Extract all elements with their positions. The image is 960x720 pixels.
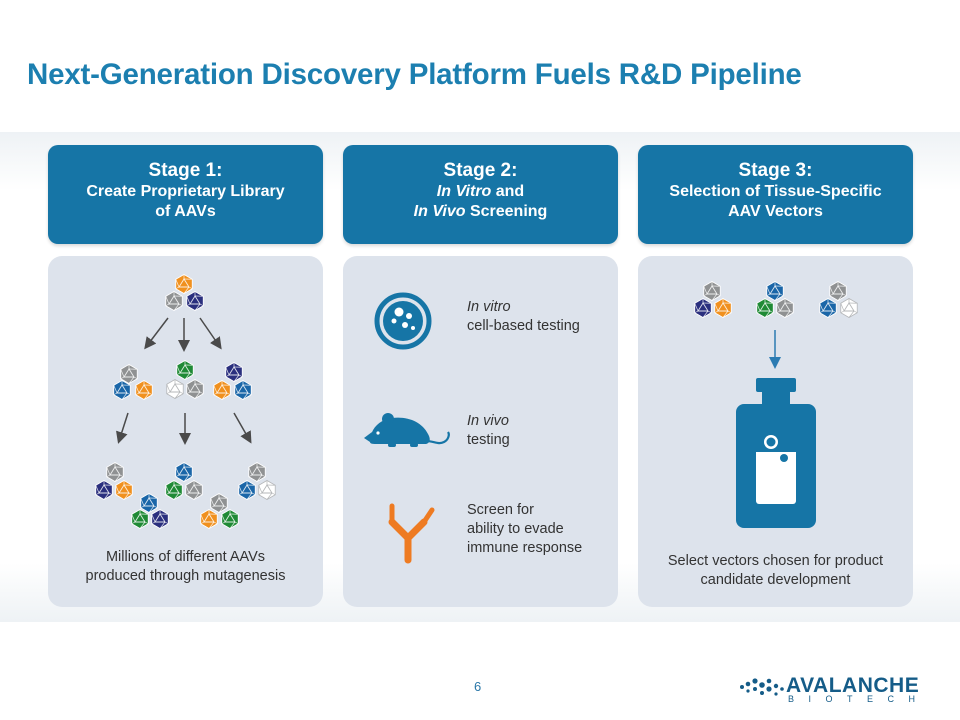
stage2-heading: Stage 2:: [443, 160, 518, 181]
aav-capsid-icon: [186, 379, 204, 399]
aav-capsid-icon: [819, 298, 837, 318]
immune-label: Screen for ability to evade immune respo…: [467, 501, 582, 558]
immune-line1: Screen for: [467, 502, 534, 518]
aav-capsid-icon: [238, 480, 256, 500]
aav-capsid-icon: [258, 480, 276, 500]
aav-capsid-icon: [151, 509, 169, 529]
bottle-icon: [736, 378, 816, 528]
stage1-line2: of AAVs: [155, 203, 216, 220]
aav-capsid-icon: [756, 298, 774, 318]
logo-name: AVALANCHE: [786, 674, 920, 697]
aav-capsid-icon: [829, 281, 847, 301]
logo-subtitle: BIOTECH: [788, 694, 930, 704]
invitro-text: cell-based testing: [467, 318, 580, 334]
aav-capsid-icon: [840, 298, 858, 318]
aav-capsid-icon: [175, 462, 193, 482]
aav-capsid-icon: [120, 364, 138, 384]
aav-capsid-icon: [166, 379, 184, 399]
antibody-icon: [388, 503, 435, 564]
stage2-header: Stage 2: In Vitro and In Vivo Screening: [343, 145, 618, 244]
aav-capsid-icon: [766, 281, 784, 301]
page-number: 6: [474, 679, 482, 694]
aav-capsid-icon: [131, 509, 149, 529]
stage3-header: Stage 3: Selection of Tissue-Specific AA…: [638, 145, 913, 244]
aav-capsid-icon: [703, 281, 721, 301]
aav-capsid-icon: [200, 509, 218, 529]
stage3-caption-line2: candidate development: [700, 572, 851, 588]
aav-capsid-icon: [225, 362, 243, 382]
aav-capsid-icon: [213, 380, 231, 400]
aav-capsid-icon: [140, 493, 158, 513]
aav-capsid-icon: [221, 509, 239, 529]
aav-capsid-icon: [176, 360, 194, 380]
aav-capsid-icon: [234, 380, 252, 400]
aav-capsid-icon: [115, 480, 133, 500]
stage1-caption-line1: Millions of different AAVs: [105, 549, 266, 565]
stage2-line2-italic: In Vivo: [413, 203, 466, 220]
stage1-line1: Create Proprietary Library: [86, 183, 285, 200]
stage3-line1: Selection of Tissue-Specific: [669, 183, 882, 200]
aav-capsid-icon: [248, 462, 266, 482]
page-title: Next-Generation Discovery Platform Fuels…: [27, 58, 802, 91]
aav-capsid-icon: [165, 291, 183, 311]
aav-capsid-icon: [210, 493, 228, 513]
stage1-arrows: [116, 317, 252, 445]
aav-capsid-icon: [106, 462, 124, 482]
immune-line3: immune response: [467, 540, 583, 556]
stage3-caption-line1: Select vectors chosen for product: [667, 553, 884, 569]
aav-capsid-icon: [95, 480, 113, 500]
stage1-header: Stage 1: Create Proprietary Library of A…: [48, 145, 323, 244]
stage3-line2: AAV Vectors: [728, 203, 823, 220]
stage2-line2-rest: Screening: [465, 203, 548, 220]
stage2-line1-italic: In Vitro: [436, 183, 492, 200]
stage3-heading: Stage 3:: [738, 160, 813, 181]
stage1-caption-line2: produced through mutagenesis: [85, 568, 286, 584]
stage2-line2: In Vivo Screening: [343, 202, 618, 222]
petri-dish-icon: [374, 292, 432, 350]
aav-capsid-icon: [694, 298, 712, 318]
invivo-label: In vivo testing: [467, 412, 510, 450]
invitro-italic: In vitro: [467, 299, 511, 315]
avalanche-logo-dots-icon: [740, 678, 784, 696]
mouse-icon: [364, 413, 450, 447]
invivo-italic: In vivo: [467, 413, 509, 429]
stage1-heading: Stage 1:: [148, 160, 223, 181]
aav-capsid-icon: [113, 380, 131, 400]
aav-capsid-icon: [776, 298, 794, 318]
aav-capsid-icon: [714, 298, 732, 318]
stage2-line1-rest: and: [491, 183, 525, 200]
stage2-line1: In Vitro and: [343, 182, 618, 202]
aav-capsid-icon: [135, 380, 153, 400]
invivo-text: testing: [467, 432, 510, 448]
invitro-label: In vitro cell-based testing: [467, 298, 580, 336]
immune-line2: ability to evade: [467, 521, 564, 537]
aav-capsid-icon: [186, 291, 204, 311]
aav-capsid-icon: [165, 480, 183, 500]
aav-capsid-icon: [185, 480, 203, 500]
aav-capsid-icon: [175, 274, 193, 294]
